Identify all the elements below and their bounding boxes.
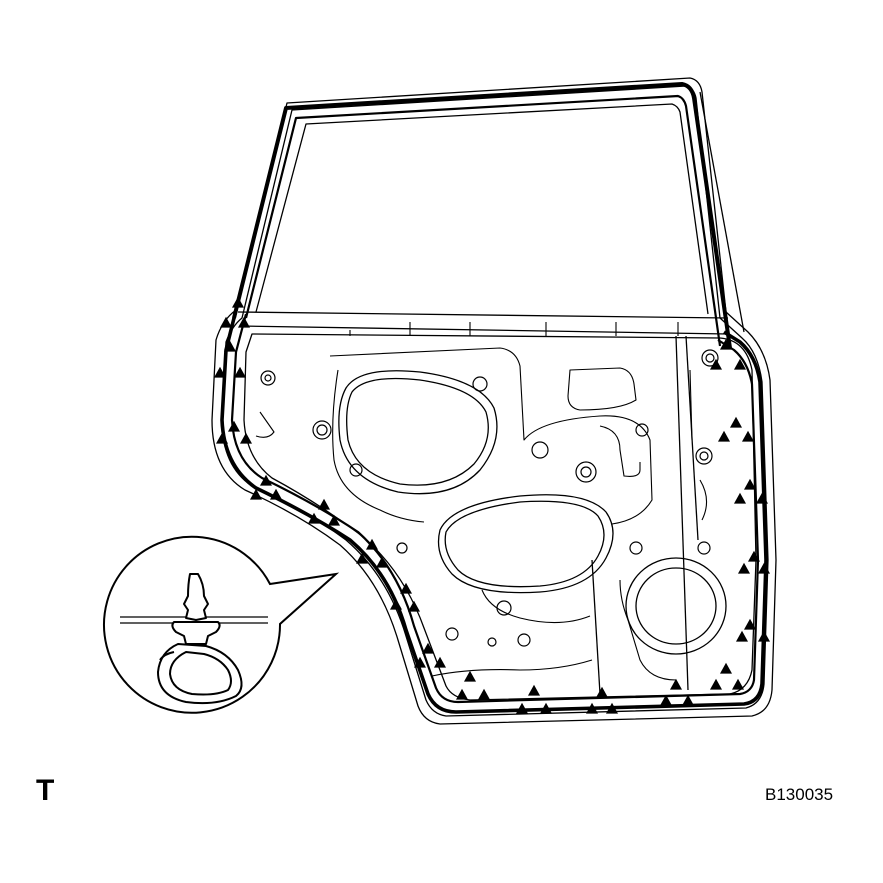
- service-hole-upper: [338, 370, 498, 495]
- clip-marker-group: [213, 296, 771, 714]
- rib-center: [591, 559, 601, 695]
- weatherstrip-upper-inner: [244, 94, 722, 347]
- rib-right: [675, 335, 689, 691]
- clip-markers: [213, 296, 771, 714]
- service-hole-middle-inner: [444, 500, 605, 588]
- speaker-hole-inner: [635, 567, 717, 645]
- corner-letter: T: [36, 774, 55, 807]
- clip-base: [171, 621, 221, 645]
- panel-contours: [255, 322, 708, 681]
- small-holes: [260, 349, 719, 647]
- seal-bulb-inner: [169, 651, 232, 696]
- beltline-lower: [239, 325, 729, 335]
- lower-weatherstrip-outer: [220, 309, 768, 714]
- window-glass-edge: [255, 103, 709, 315]
- lower-weatherstrip-inner: [230, 313, 760, 704]
- clip-head: [183, 573, 209, 621]
- inner-panel-edge: [243, 333, 757, 701]
- service-holes: [338, 370, 727, 655]
- weatherstrip-clip-detail: [120, 573, 268, 705]
- service-hole-upper-inner: [346, 377, 489, 486]
- door-outline-outer: [211, 77, 777, 725]
- lower-weatherstrip: [220, 309, 768, 714]
- seal-lip: [159, 651, 175, 661]
- weatherstrip-upper-outer: [232, 82, 732, 349]
- service-hole-middle: [437, 494, 614, 594]
- figure-code: B130035: [765, 785, 834, 804]
- window-frame-rear: [699, 91, 745, 333]
- window-frame: [232, 82, 745, 349]
- speaker-hole: [625, 557, 727, 655]
- beltline: [237, 311, 729, 319]
